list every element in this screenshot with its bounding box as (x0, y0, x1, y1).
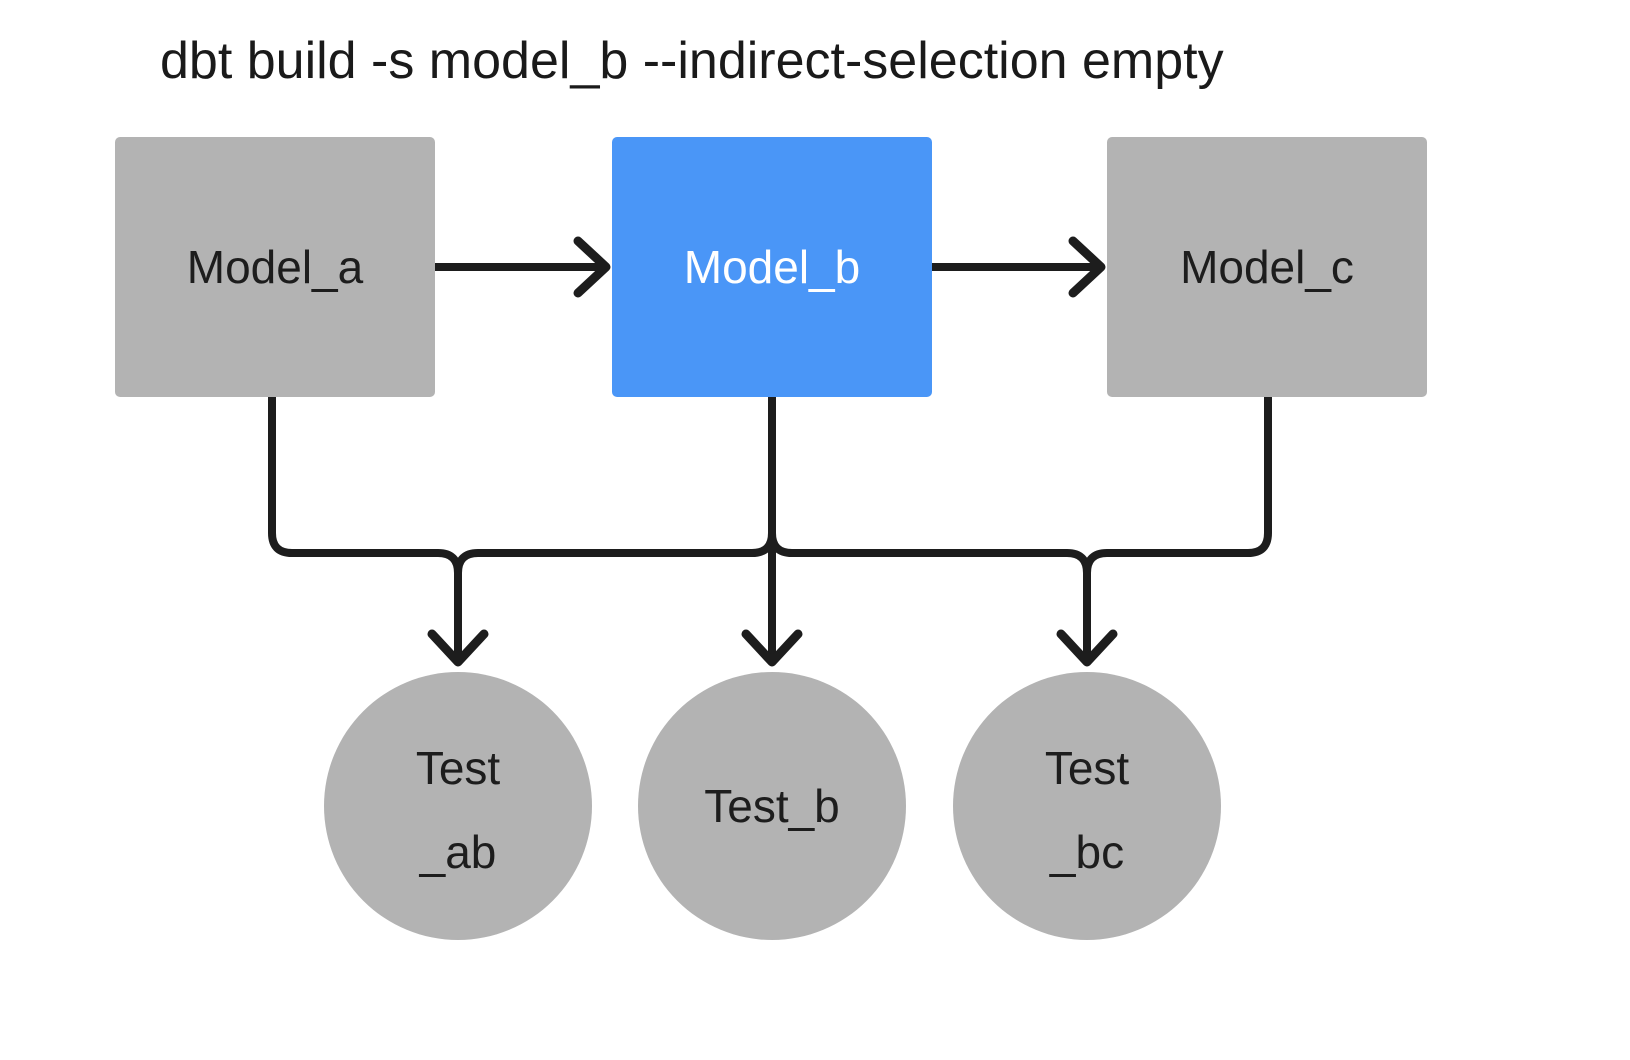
node-test-b-label-line1: Test_b (704, 780, 840, 832)
diagram-title: dbt build -s model_b --indirect-selectio… (160, 32, 1224, 90)
edge-model-b-to-test-ab (454, 397, 776, 574)
node-test-ab-label-line2: _ab (419, 826, 497, 878)
edge-model-b-to-test-bc (768, 397, 1091, 574)
node-model-a[interactable]: Model_a (115, 137, 435, 397)
edge-model-a-to-test-ab (268, 397, 489, 667)
node-test-bc[interactable]: Test _bc (953, 672, 1221, 940)
node-test-b[interactable]: Test_b (638, 672, 906, 940)
node-model-b-label: Model_b (684, 241, 860, 293)
node-model-a-shape[interactable] (115, 137, 435, 397)
edge-model-c-to-test-bc (1056, 397, 1272, 667)
edge-model-b-to-model-c (932, 236, 1106, 298)
arrowhead-icon (741, 629, 803, 667)
node-test-bc-shape[interactable] (953, 672, 1221, 940)
node-test-bc-label-line2: _bc (1049, 826, 1124, 878)
node-model-b[interactable]: Model_b (612, 137, 932, 397)
node-test-bc-label-line1: Test (1045, 742, 1130, 794)
node-model-c-label: Model_c (1180, 241, 1354, 293)
node-model-b-shape[interactable] (612, 137, 932, 397)
arrowhead-icon (427, 629, 489, 667)
node-model-a-label: Model_a (187, 241, 364, 293)
arrowhead-icon (1056, 629, 1118, 667)
node-test-b-shape[interactable] (638, 672, 906, 940)
node-test-ab-label-line1: Test (416, 742, 501, 794)
edge-model-a-to-model-b (435, 236, 611, 298)
node-test-ab-shape[interactable] (324, 672, 592, 940)
arrowhead-icon (1068, 236, 1106, 298)
node-model-c-shape[interactable] (1107, 137, 1427, 397)
node-model-c[interactable]: Model_c (1107, 137, 1427, 397)
arrowhead-icon (573, 236, 611, 298)
node-test-ab[interactable]: Test _ab (324, 672, 592, 940)
